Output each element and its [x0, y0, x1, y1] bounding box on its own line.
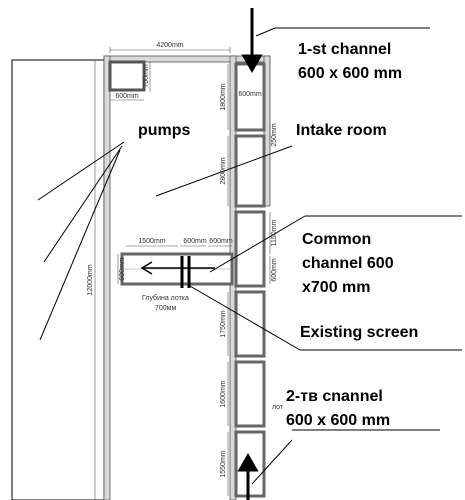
- common-arrow: [140, 261, 215, 275]
- leader-lines: [37, 27, 462, 485]
- depth-note-line1: Глубина лотка: [142, 294, 189, 302]
- dim-250: 250mm: [271, 123, 278, 147]
- dim-1150: 1150mm: [271, 219, 278, 246]
- dim-box-600-top: 600mm: [238, 91, 262, 98]
- screen-bars: [180, 256, 191, 288]
- channel-box: [234, 134, 266, 208]
- dimension-lines: [94, 47, 271, 500]
- pump-box: [108, 60, 151, 101]
- dim-600-b: 600mm: [209, 238, 233, 245]
- dim-1800: 1800mm: [220, 83, 227, 110]
- flow-arrows: [237, 8, 263, 500]
- dim-pump-box-w: 600mm: [115, 93, 139, 100]
- channel-box: [234, 360, 266, 428]
- label-existing-screen: Existing screen: [300, 324, 418, 341]
- dim-600-c: 600mm: [271, 258, 278, 282]
- dim-pump-box-h: 700mm: [143, 64, 150, 88]
- label-channel2-line1: 2-тв cnannel: [286, 388, 383, 405]
- dim-left-height: 12000mm: [87, 264, 94, 295]
- dim-1750: 1750mm: [220, 310, 227, 337]
- label-channel1-line2: 600 x 600 mm: [298, 65, 402, 82]
- label-channel1-line1: 1-st channel: [298, 41, 391, 58]
- dim-600-a: 600mm: [183, 238, 207, 245]
- dim-600-left: 600mm: [119, 257, 126, 281]
- channel-box: [234, 290, 266, 358]
- label-intake-room: Intake room: [296, 122, 387, 139]
- label-common-line3: x700 mm: [302, 279, 371, 296]
- label-common-line1: Common: [302, 231, 371, 248]
- dim-top-width: 4200mm: [156, 42, 183, 49]
- dim-1550: 1550mm: [220, 450, 227, 477]
- dim-1600: 1600mm: [220, 380, 227, 407]
- common-channel: [120, 252, 234, 286]
- channel-box: [234, 210, 266, 288]
- dim-1500: 1500mm: [138, 238, 165, 245]
- label-common-line2: channel 600: [302, 255, 394, 272]
- depth-note-line2: 700мм: [155, 305, 176, 312]
- channel-boxes: [234, 62, 266, 498]
- dim-2800: 2800mm: [220, 157, 227, 184]
- label-channel2-line2: 600 x 600 mm: [286, 412, 390, 429]
- side-note: лот: [272, 404, 284, 411]
- channel-box: [234, 62, 266, 132]
- label-pumps: pumps: [138, 122, 191, 139]
